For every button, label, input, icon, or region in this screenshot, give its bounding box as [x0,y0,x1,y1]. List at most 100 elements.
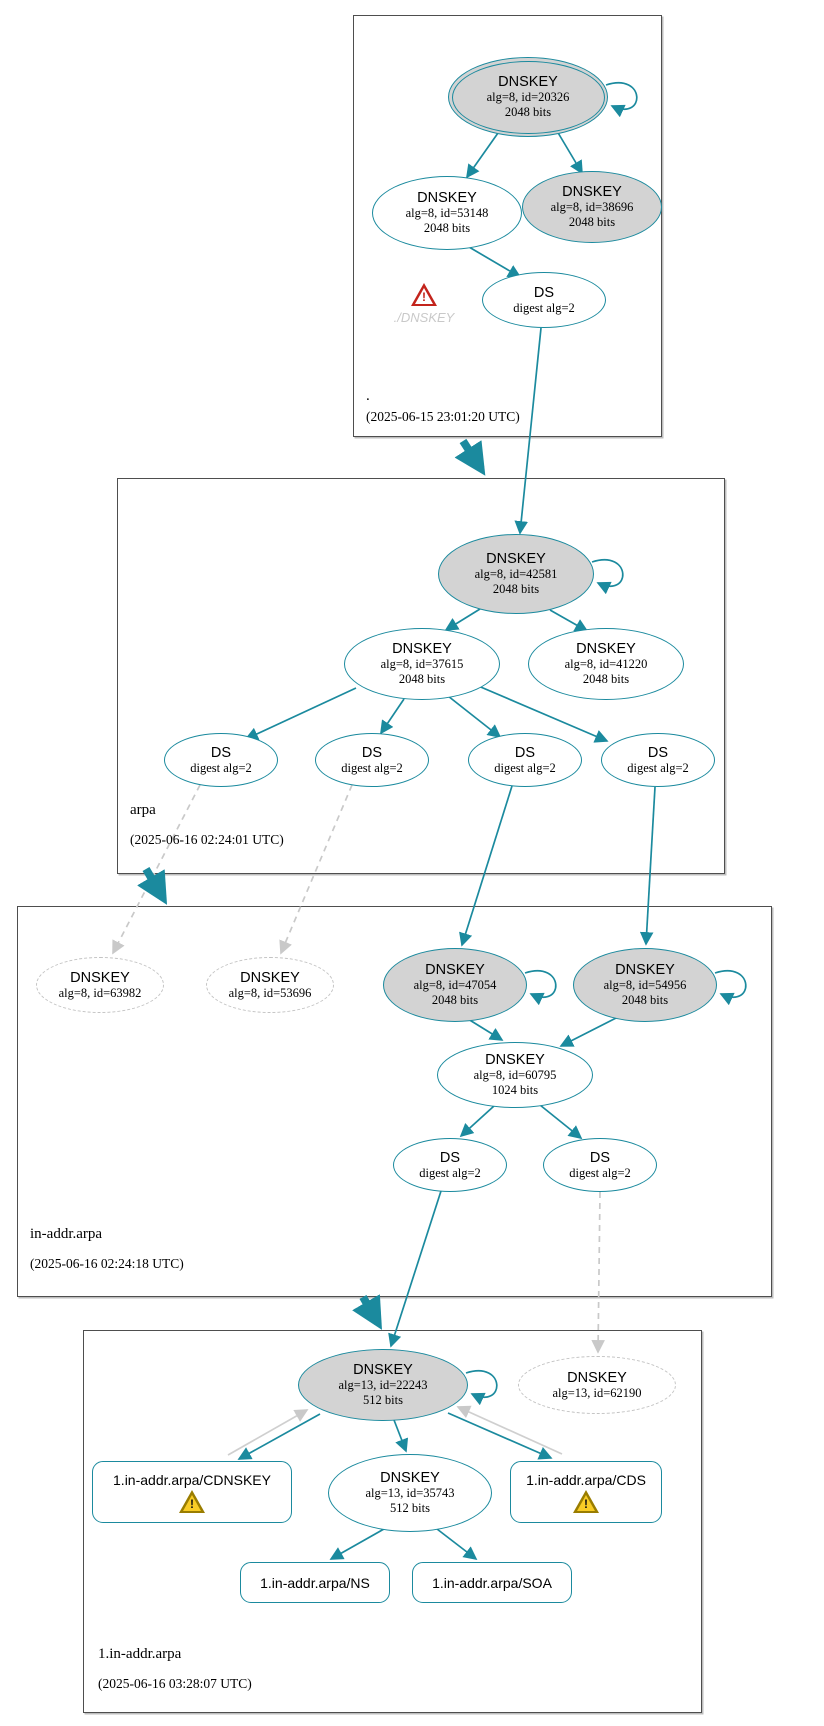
node-detail: digest alg=2 [419,1165,481,1180]
dnskey-node-35743[interactable]: DNSKEY alg=13, id=35743 512 bits [328,1454,492,1532]
node-bits: 2048 bits [504,105,552,119]
dnskey-node-53696-missing[interactable]: DNSKEY alg=8, id=53696 [206,957,334,1013]
ds-node-inaddr-1[interactable]: DS digest alg=2 [393,1138,507,1192]
node-detail: alg=8, id=63982 [58,985,142,1000]
ds-node-inaddr-2[interactable]: DS digest alg=2 [543,1138,657,1192]
zone-box-arpa [117,478,725,874]
warning-icon-cds [573,1489,599,1513]
edge-35743-to-ns [329,1528,385,1560]
node-title: DS [533,284,555,301]
dnskey-node-62190-missing[interactable]: DNSKEY alg=13, id=62190 [518,1356,676,1414]
node-detail: alg=8, id=60795 [473,1068,557,1082]
rrset-node-cdnskey[interactable]: 1.in-addr.arpa/CDNSKEY [92,1461,292,1523]
node-detail: alg=13, id=35743 [365,1486,455,1500]
zone-timestamp-root: (2025-06-15 23:01:20 UTC) [366,409,520,424]
dnskey-node-53148[interactable]: DNSKEY alg=8, id=53148 2048 bits [372,176,522,250]
edge-22243-to-cds [447,1412,553,1460]
node-title: DNSKEY [417,190,477,206]
edge-cdnskey-to-22243-gray [227,1409,309,1456]
node-title: DNSKEY [485,1052,545,1068]
edge-47054-to-60795 [467,1018,504,1041]
dnskey-node-63982-missing[interactable]: DNSKEY alg=8, id=63982 [36,957,164,1013]
rrset-node-cds[interactable]: 1.in-addr.arpa/CDS [510,1461,662,1523]
zone-label-root: . [366,388,370,404]
self-loop-dnskey-47054 [524,970,557,1006]
rrset-node-soa[interactable]: 1.in-addr.arpa/SOA [412,1562,572,1603]
ds-node-arpa-2[interactable]: DS digest alg=2 [315,733,429,787]
dnskey-node-47054[interactable]: DNSKEY alg=8, id=47054 2048 bits [383,948,527,1022]
node-title: DS [589,1149,611,1166]
edge-22243-to-cdnskey [237,1413,321,1460]
rrset-label: 1.in-addr.arpa/NS [260,1574,370,1591]
node-bits: 2048 bits [582,672,630,686]
rrset-label: 1.in-addr.arpa/SOA [432,1574,552,1591]
dnskey-node-38696[interactable]: DNSKEY alg=8, id=38696 2048 bits [522,171,662,243]
node-detail: alg=8, id=42581 [474,567,558,581]
zone-label-in-addr-arpa: in-addr.arpa [30,1226,103,1242]
zone-timestamp-1-in-addr-arpa: (2025-06-16 03:28:07 UTC) [98,1676,252,1691]
edge-arpa-ds2-to-53696-dashed [279,784,353,955]
warning-exclamation [411,290,437,304]
node-detail: alg=8, id=38696 [550,200,634,214]
node-bits: 2048 bits [621,993,669,1007]
edge-root-ds-to-42581 [514,327,542,535]
node-title: DNSKEY [240,969,300,986]
rrset-node-ns[interactable]: 1.in-addr.arpa/NS [240,1562,390,1603]
zone-box-root [353,15,662,437]
zone-timestamp-arpa: (2025-06-16 02:24:01 UTC) [130,832,284,847]
node-title: DNSKEY [380,1470,440,1486]
ds-node-arpa-1[interactable]: DS digest alg=2 [164,733,278,787]
node-detail: alg=8, id=53148 [405,206,489,220]
ds-node-arpa-3[interactable]: DS digest alg=2 [468,733,582,787]
node-title: DS [647,744,669,761]
edge-60795-to-ds2 [539,1104,583,1140]
node-bits: 512 bits [363,1393,403,1407]
self-loop-dnskey-20326 [605,82,638,118]
node-detail: digest alg=2 [569,1165,631,1180]
edge-20326-to-38696 [556,130,583,175]
dnskey-node-22243[interactable]: DNSKEY alg=13, id=22243 512 bits [298,1349,468,1421]
node-bits: 1024 bits [491,1083,539,1097]
edge-arpa-ds1-to-63982-dashed [112,784,201,955]
dnskey-node-20326[interactable]: DNSKEY alg=8, id=20326 2048 bits [448,57,608,137]
node-title: DNSKEY [392,641,452,657]
edge-53148-to-root-ds [468,246,522,278]
node-bits: 2048 bits [431,993,479,1007]
edge-inaddr-ds1-to-22243 [388,1190,442,1348]
dnskey-node-54956[interactable]: DNSKEY alg=8, id=54956 2048 bits [573,948,717,1022]
ds-node-root[interactable]: DS digest alg=2 [482,272,606,328]
node-title: DNSKEY [498,74,558,90]
node-detail: digest alg=2 [513,300,575,315]
ds-node-arpa-4[interactable]: DS digest alg=2 [601,733,715,787]
zone-box-1-in-addr-arpa [83,1330,702,1713]
node-detail: digest alg=2 [494,760,556,775]
delegation-arrow-arpa-to-inaddr [137,866,168,905]
node-title: DNSKEY [615,962,675,978]
node-detail: alg=13, id=62190 [552,1385,642,1400]
node-detail: digest alg=2 [341,760,403,775]
dnskey-node-42581[interactable]: DNSKEY alg=8, id=42581 2048 bits [438,534,594,614]
node-title: DNSKEY [562,184,622,200]
edge-54956-to-60795 [559,1015,621,1047]
node-detail: alg=8, id=20326 [486,90,570,104]
node-detail: alg=8, id=53696 [228,985,312,1000]
delegation-arrow-inaddr-to-1inaddr [352,1294,382,1330]
edge-42581-to-41220 [549,609,589,632]
warning-exclamation [573,1497,599,1511]
edge-35743-to-soa [436,1528,478,1561]
node-detail: alg=8, id=54956 [603,978,687,992]
node-bits: 2048 bits [398,672,446,686]
dnskey-node-41220[interactable]: DNSKEY alg=8, id=41220 2048 bits [528,628,684,700]
self-loop-dnskey-22243 [465,1370,498,1406]
node-bits: 2048 bits [568,215,616,229]
edge-arpa-ds3-to-47054 [459,785,513,947]
zone-timestamp-in-addr-arpa: (2025-06-16 02:24:18 UTC) [30,1256,184,1271]
node-title: DS [514,744,536,761]
dnskey-node-60795[interactable]: DNSKEY alg=8, id=60795 1024 bits [437,1042,593,1108]
edge-37615-to-ds2 [380,698,405,735]
node-title: DNSKEY [576,641,636,657]
edge-arpa-ds4-to-54956 [639,786,656,946]
dnskey-node-37615[interactable]: DNSKEY alg=8, id=37615 2048 bits [344,628,500,700]
